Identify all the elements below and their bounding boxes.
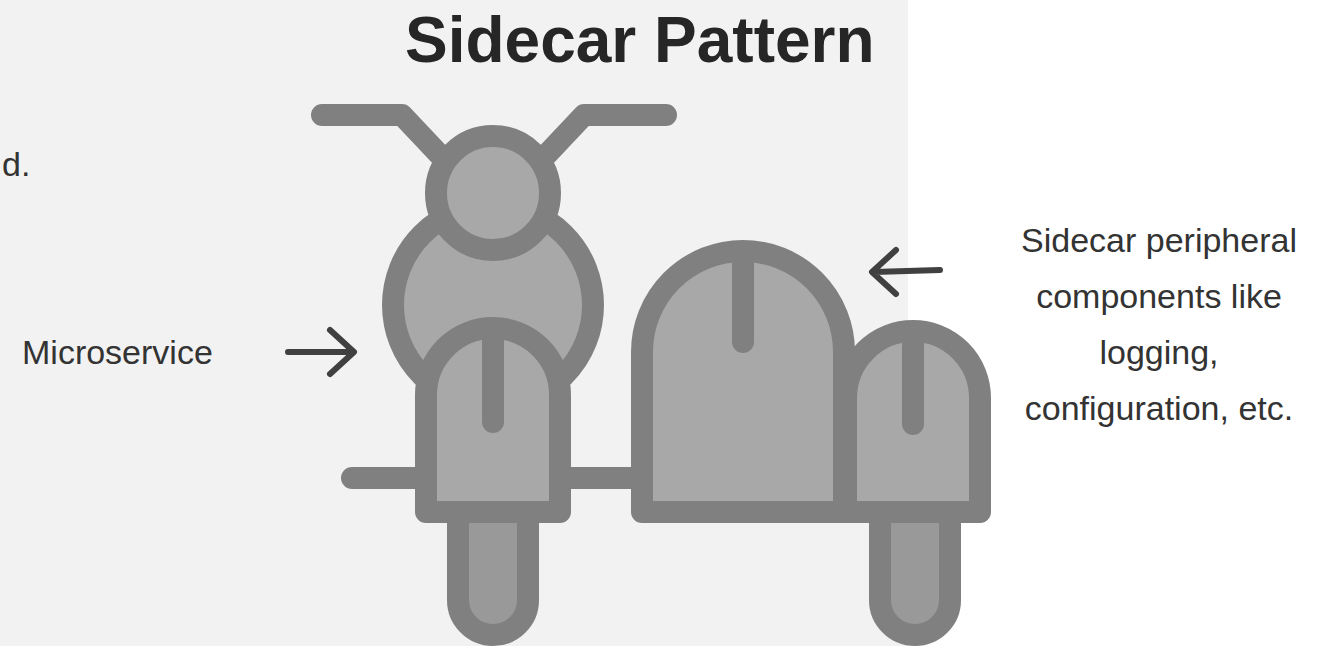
sidecar-line [732, 262, 754, 342]
sidecar-label: Sidecar peripheral components like loggi… [996, 212, 1322, 436]
shield-line [482, 335, 504, 422]
rider-head [436, 136, 550, 250]
handlebar [322, 115, 452, 168]
sidecar-body [642, 251, 844, 512]
background-panel [0, 0, 908, 646]
sidecar-nose [846, 331, 980, 512]
leader-arrow [288, 330, 354, 374]
leader-arrow [872, 250, 940, 294]
front-wheel [458, 512, 528, 635]
back-wheel [880, 512, 950, 635]
diagram-title: Sidecar Pattern [405, 2, 875, 78]
microservice-label: Microservice [22, 332, 272, 372]
front-shield [426, 328, 560, 512]
handlebar [534, 115, 666, 168]
cut-off-text: d. [2, 144, 62, 184]
nose-line [902, 342, 924, 424]
